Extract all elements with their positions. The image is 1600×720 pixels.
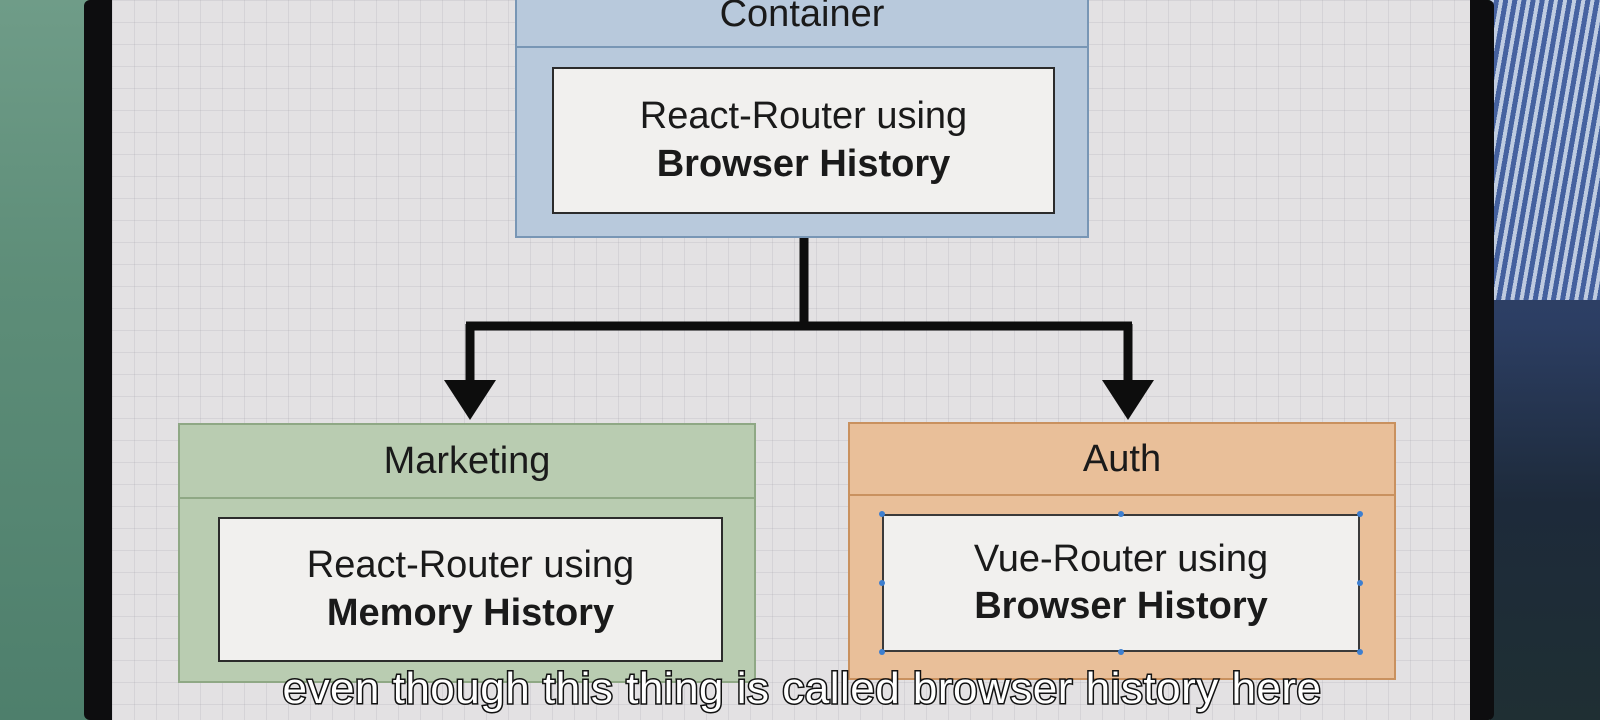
selection-handle-top-left[interactable] (879, 511, 885, 517)
selection-handle-bottom-middle[interactable] (1118, 649, 1124, 655)
tree-connector (444, 236, 1154, 420)
auth-router-line2: Browser History (974, 585, 1268, 627)
container-router-box[interactable]: React-Router using Browser History (552, 67, 1055, 214)
container-router-line2: Browser History (656, 142, 951, 185)
selection-handle-top-right[interactable] (1357, 511, 1363, 517)
auth-router-box[interactable]: Vue-Router using Browser History (882, 514, 1360, 652)
selection-handle-middle-right[interactable] (1357, 580, 1363, 586)
arrow-to-auth (1102, 380, 1154, 420)
container-box[interactable]: Container React-Router using Browser His… (515, 0, 1089, 238)
selection-handle-bottom-left[interactable] (879, 649, 885, 655)
monitor-screen: Container React-Router using Browser His… (112, 0, 1470, 720)
auth-box[interactable]: Auth Vue-Router using Browser History (848, 422, 1396, 680)
selection-handle-middle-left[interactable] (879, 580, 885, 586)
marketing-router-line2: Memory History (326, 591, 615, 634)
marketing-box[interactable]: Marketing React-Router using Memory Hist… (178, 423, 756, 683)
video-subtitle: even though this thing is called browser… (281, 663, 1323, 715)
arrow-to-marketing (444, 380, 496, 420)
marketing-router-box[interactable]: React-Router using Memory History (218, 517, 723, 662)
container-router-line1: React-Router using (639, 95, 968, 137)
marketing-router-line1: React-Router using (306, 544, 635, 586)
background-left (0, 0, 95, 720)
marketing-header: Marketing (180, 425, 754, 499)
background-stripes (1490, 0, 1600, 300)
auth-header: Auth (850, 424, 1394, 496)
selection-handle-bottom-right[interactable] (1357, 649, 1363, 655)
container-header: Container (517, 0, 1087, 48)
selection-handle-top-middle[interactable] (1118, 511, 1124, 517)
auth-router-line1: Vue-Router using (973, 537, 1269, 580)
